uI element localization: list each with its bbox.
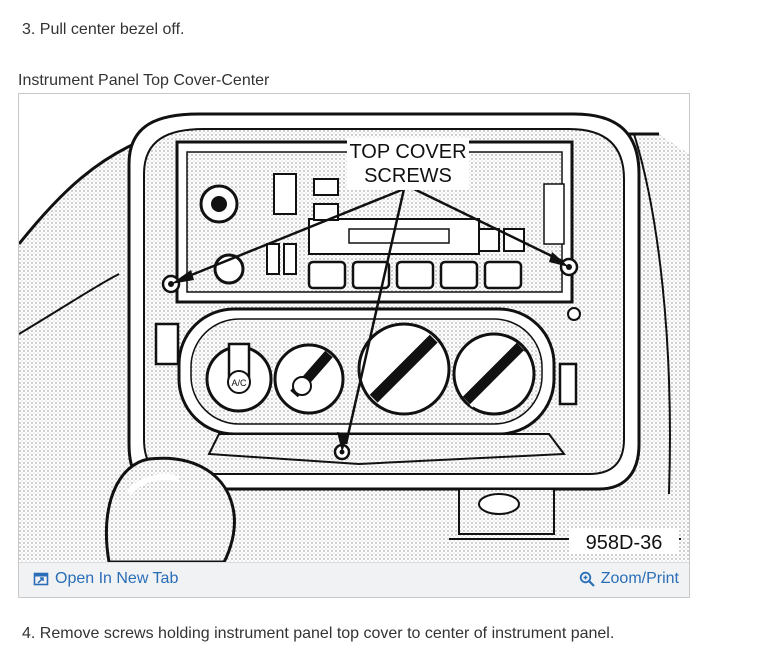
figure-frame: A/C bbox=[18, 93, 690, 598]
preset-buttons bbox=[307, 260, 523, 290]
open-in-new-tab-label: Open In New Tab bbox=[55, 570, 179, 587]
figure-toolbar: Open In New Tab Zoom/Print bbox=[19, 562, 689, 597]
zoom-print-link[interactable]: Zoom/Print bbox=[579, 570, 679, 588]
figure-title: Instrument Panel Top Cover-Center bbox=[18, 72, 270, 89]
ac-knob-label: A/C bbox=[231, 378, 247, 388]
step-4-text: 4. Remove screws holding instrument pane… bbox=[22, 625, 615, 642]
open-in-new-tab-link[interactable]: Open In New Tab bbox=[33, 570, 178, 588]
step-3-text: 3. Pull center bezel off. bbox=[22, 21, 185, 38]
callout-leaders bbox=[178, 187, 565, 445]
callout-line-1: TOP COVER bbox=[349, 141, 466, 163]
instrument-panel-diagram: A/C bbox=[19, 112, 689, 562]
zoom-print-label: Zoom/Print bbox=[600, 570, 679, 587]
open-new-tab-icon bbox=[33, 572, 49, 586]
callout-line-2: SCREWS bbox=[364, 165, 452, 187]
magnifier-icon bbox=[579, 571, 595, 587]
part-number-label: 958D-36 bbox=[586, 532, 663, 554]
